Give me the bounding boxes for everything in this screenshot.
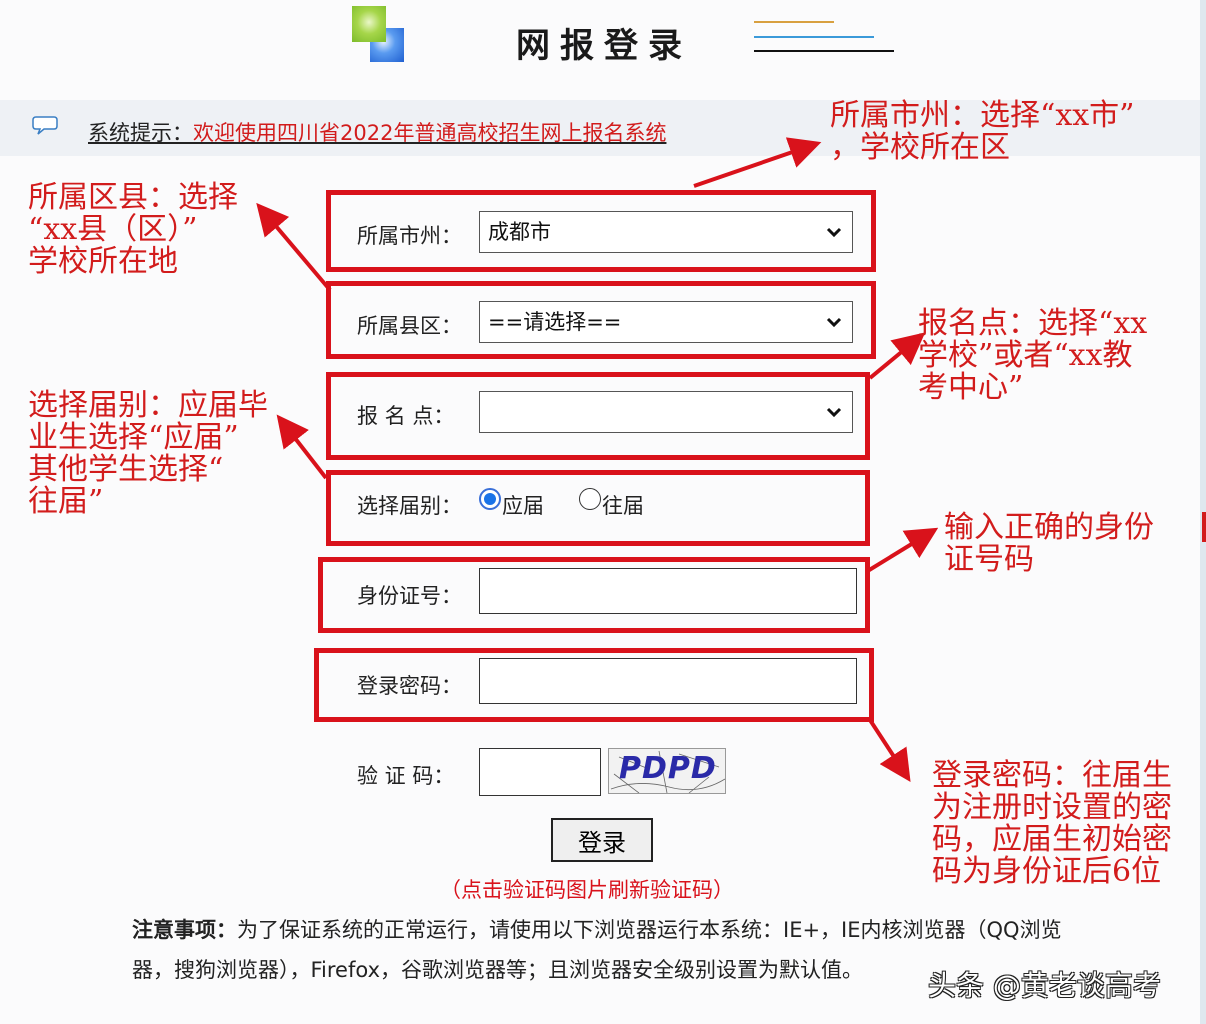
grade-label: 选择届别：	[357, 494, 462, 518]
site-select[interactable]	[479, 391, 853, 433]
highlight-id-number	[318, 557, 870, 633]
annotation-district: 所属区县：选择“xx县（区）”学校所在地	[28, 180, 238, 279]
district-select-value: ==请选择==	[488, 310, 622, 334]
chevron-down-icon	[826, 317, 842, 328]
deco-line-blue	[754, 36, 874, 38]
speech-bubble-icon	[32, 116, 58, 135]
city-select-value: 成都市	[488, 220, 551, 244]
id-number-label: 身份证号：	[357, 584, 462, 608]
login-button[interactable]: 登录	[551, 818, 653, 862]
city-select[interactable]: 成都市	[479, 211, 853, 253]
notes-text: 为了保证系统的正常运行，请使用以下浏览器运行本系统：IE+，IE内核浏览器（QQ…	[132, 918, 1062, 982]
notes: 注意事项：为了保证系统的正常运行，请使用以下浏览器运行本系统：IE+，IE内核浏…	[132, 910, 1092, 990]
logo-icon	[352, 6, 408, 62]
captcha-input[interactable]	[479, 748, 601, 796]
watermark: 头条 @黄老谈高考	[928, 969, 1161, 1002]
chevron-down-icon	[826, 227, 842, 238]
district-label: 所属县区：	[357, 314, 462, 338]
password-input[interactable]	[479, 658, 857, 704]
annotation-id: 输入正确的身份证号码	[944, 510, 1154, 577]
id-number-input[interactable]	[479, 568, 857, 614]
radio-previous-year-label[interactable]: 往届	[602, 494, 644, 518]
captcha-text: PDPD	[619, 751, 717, 786]
highlight-site	[326, 372, 870, 460]
radio-current-year-label[interactable]: 应届	[502, 494, 544, 518]
district-select[interactable]: ==请选择==	[479, 301, 853, 343]
captcha-image[interactable]: PDPD	[608, 748, 726, 794]
city-label: 所属市州：	[357, 224, 462, 248]
annotation-grade: 选择届别：应届毕业生选择“应届”其他学生选择“往届”	[28, 388, 268, 519]
captcha-label: 验 证 码：	[357, 764, 455, 788]
deco-line-black	[754, 50, 894, 52]
radio-previous-year[interactable]	[579, 488, 601, 510]
system-notice[interactable]: 系统提示：欢迎使用四川省2022年普通高校招生网上报名系统	[88, 117, 666, 147]
highlight-grade	[326, 470, 870, 546]
notice-label: 系统提示：	[88, 121, 193, 145]
highlight-password	[314, 648, 874, 722]
deco-line-orange	[754, 21, 834, 23]
notice-bar	[0, 100, 1200, 156]
notice-message[interactable]: 欢迎使用四川省2022年普通高校招生网上报名系统	[193, 121, 667, 145]
highlight-district	[326, 281, 876, 359]
site-label: 报 名 点：	[357, 404, 455, 428]
password-label: 登录密码：	[357, 674, 462, 698]
annotation-password: 登录密码：往届生为注册时设置的密码，应届生初始密码为身份证后6位	[932, 758, 1172, 889]
captcha-noise	[610, 750, 725, 793]
annotation-city: 所属市州：选择“xx市”，学校所在区	[830, 98, 1135, 165]
notes-title: 注意事项：	[132, 918, 237, 942]
chevron-down-icon	[826, 407, 842, 418]
highlight-city	[326, 190, 876, 272]
captcha-refresh-hint: （点击验证码图片刷新验证码）	[440, 878, 734, 902]
radio-current-year[interactable]	[479, 488, 501, 510]
page-title: 网报登录	[516, 26, 692, 66]
right-edge-mark	[1202, 512, 1206, 542]
